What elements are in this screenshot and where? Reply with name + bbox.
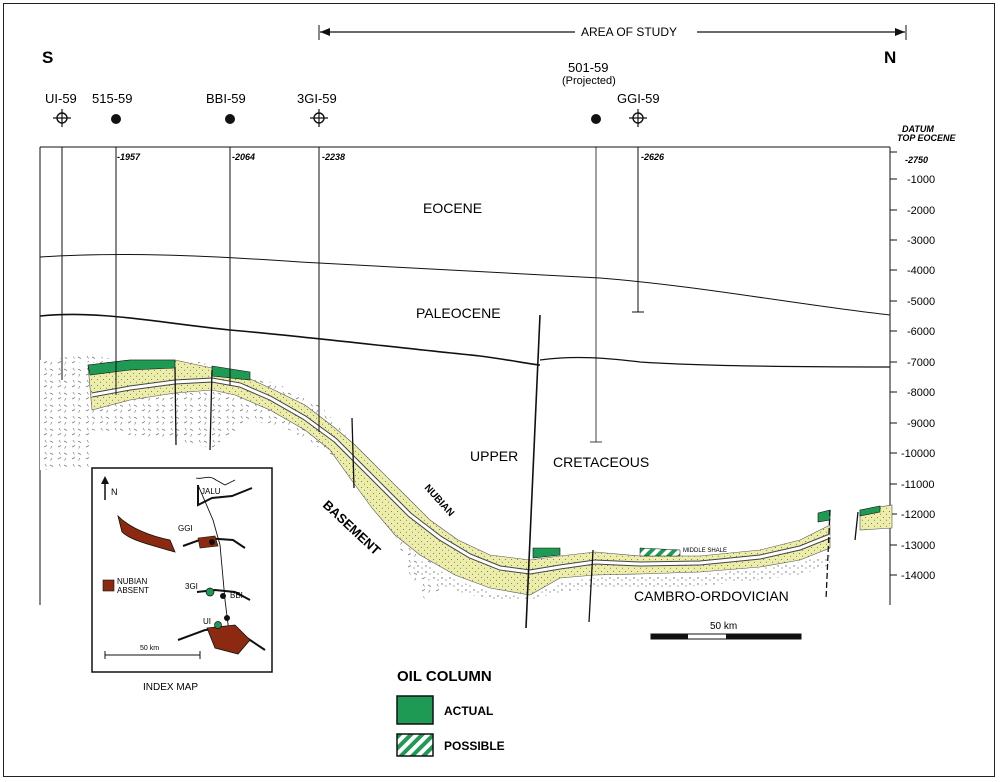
basement-pattern [40,360,440,598]
depth-tick-label: -11000 [901,479,934,491]
depth-tick-label: -7000 [907,357,935,369]
depth-ggi59: -2626 [641,152,665,162]
scale-bar [650,633,802,640]
index-map [91,467,273,673]
depth-tick-label: -1000 [907,174,935,186]
scale-bar-label: 50 km [710,621,737,632]
figure-frame [3,3,995,777]
fault-inferred [825,509,831,601]
oil-well-symbol-bbi59 [225,114,235,124]
dry-hole-symbol-3gi59 [310,109,328,127]
top-upper-cretaceous-line-north [539,356,891,368]
unit-label-upper: UPPER [470,448,518,464]
datum-label: DATUM [902,124,934,134]
oil-column-actual-center [532,547,561,559]
fault [588,549,594,623]
unit-label-middle-shale: MIDDLE SHALE [683,548,727,554]
depth-scale-labels: -2750 -1000 -2000 -3000 -4000 -5000 -600… [901,155,935,582]
top-paleocene-line [39,254,891,316]
index-map-north-label: N [111,487,118,497]
unit-label-paleocene: PALEOCENE [416,305,501,321]
south-label: S [42,48,53,67]
index-map-caption: INDEX MAP [143,682,198,693]
depth-tick-label: -2750 [905,155,928,165]
well-name-3gi59: 3GI-59 [297,91,337,106]
depth-515-59: -1957 [117,152,141,162]
legend-swatch-actual [396,695,434,725]
index-map-3gi: 3GI [185,582,198,591]
well-name-ggi59: GGI-59 [617,91,660,106]
index-map-scale-label: 50 km [140,645,159,652]
legend-swatch-possible [396,733,434,757]
middle-shale-band [91,378,831,574]
well-name-ui59: UI-59 [45,91,77,106]
dry-hole-symbol-ui59 [53,109,71,127]
index-map-legend-absent: ABSENT [117,586,149,595]
depth-tick-label: -12000 [901,509,935,521]
well-name-501-59: 501-59 [568,60,608,75]
datum-label-line2: TOP EOCENE [897,133,957,143]
fault [209,369,213,451]
depth-tick-label: -9000 [907,418,935,430]
index-map-legend-nubian: NUBIAN [117,577,147,586]
unit-label-eocene: EOCENE [423,200,482,216]
well-name-515-59: 515-59 [92,91,132,106]
fault [854,511,859,541]
gravel-layer [412,555,830,600]
oil-column-actual-north [817,509,831,523]
depth-tick-label: -10000 [901,448,935,460]
index-map-ggi: GGI [178,524,193,533]
depth-tick-label: -5000 [907,296,935,308]
fault [351,417,355,489]
index-map-bbi: BBI [230,591,243,600]
depth-3gi59: -2238 [322,152,345,162]
depth-tick-label: -13000 [901,540,935,552]
unit-label-nubian: NUBIAN [422,483,456,519]
unit-label-cambro-ordovician: CAMBRO-ORDOVICIAN [634,588,789,604]
unit-label-cretaceous: CRETACEOUS [553,454,649,470]
depth-tick-label: -8000 [907,387,935,399]
legend-label-possible: POSSIBLE [444,739,505,753]
index-map-jalu: JALU [201,487,221,496]
legend-label-actual: ACTUAL [444,704,493,718]
depth-tick-label: -3000 [907,235,935,247]
dry-hole-symbol-ggi59 [629,109,647,127]
index-map-ui: UI [203,617,211,626]
well-sub-501-59: (Projected) [562,75,616,87]
depth-tick-label: -4000 [907,265,935,277]
oil-well-symbol-515-59 [111,114,121,124]
top-upper-cretaceous-line [39,313,541,366]
oil-well-symbol-501-59 [591,114,601,124]
oil-column-actual-north2 [859,505,881,517]
area-of-study-label: AREA OF STUDY [581,25,677,39]
depth-tick-label: -14000 [901,570,935,582]
depth-tick-label: -2000 [907,205,935,217]
area-of-study-arrow [318,25,907,40]
fault [174,367,177,446]
depth-scale [890,151,897,576]
major-fault [525,314,541,629]
well-name-bbi59: BBI-59 [206,91,246,106]
depth-tick-label: -6000 [907,326,935,338]
north-label: N [884,48,896,67]
depth-bbi59: -2064 [232,152,255,162]
oil-column-possible [639,547,681,557]
legend-title: OIL COLUMN [397,668,492,685]
